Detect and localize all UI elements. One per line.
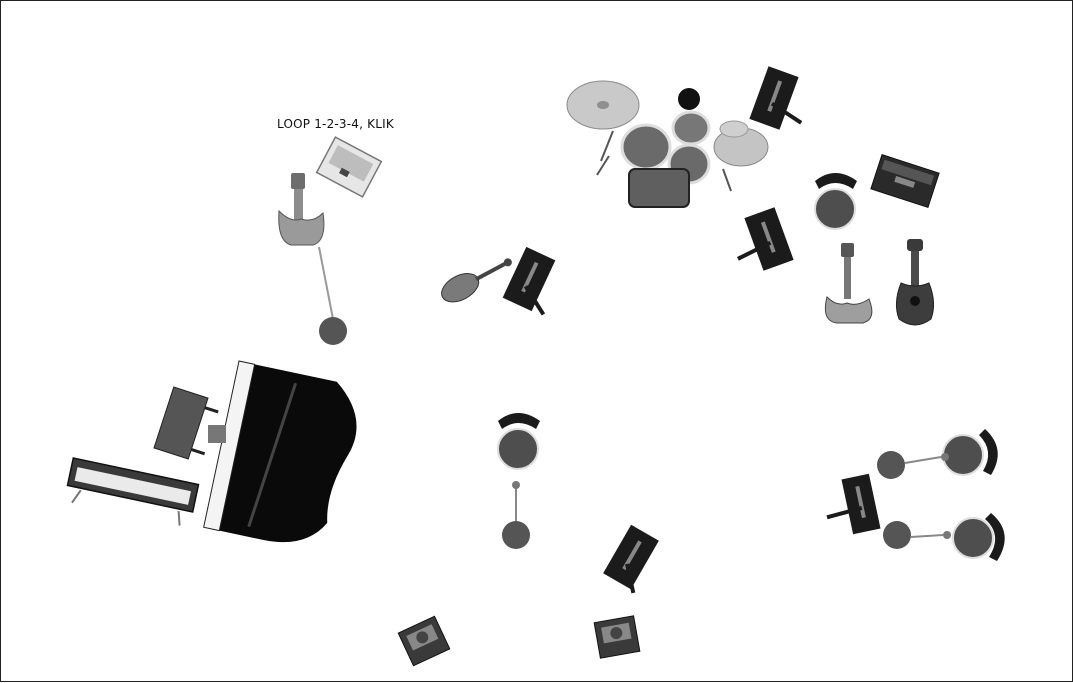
stool[interactable] xyxy=(943,429,998,475)
drum-kit[interactable] xyxy=(567,81,768,207)
tom-drum xyxy=(622,125,670,169)
keyboard-stand[interactable] xyxy=(64,458,198,528)
stool[interactable] xyxy=(953,513,1005,561)
music-stand[interactable] xyxy=(726,207,794,277)
acoustic-guitar[interactable] xyxy=(896,239,933,325)
electric-bass[interactable] xyxy=(279,173,333,319)
music-stand[interactable] xyxy=(602,525,662,593)
grand-piano[interactable] xyxy=(204,361,366,554)
stool[interactable] xyxy=(815,173,857,229)
tom-drum xyxy=(673,112,709,144)
laptop[interactable] xyxy=(317,137,382,197)
bass-drum xyxy=(629,169,689,207)
click-track-label: LOOP 1-2-3-4, KLIK xyxy=(277,117,394,131)
wedge-monitor[interactable] xyxy=(398,616,449,666)
hi-hat xyxy=(678,88,700,110)
piano-pedals xyxy=(208,425,226,443)
wedge-monitor[interactable] xyxy=(594,616,640,658)
amplifier[interactable] xyxy=(871,155,939,208)
violin[interactable] xyxy=(437,250,517,308)
vocal-mic[interactable] xyxy=(877,451,949,479)
stool[interactable] xyxy=(498,413,540,469)
vocal-mic[interactable] xyxy=(883,521,951,549)
music-stand[interactable] xyxy=(749,66,815,136)
music-stand[interactable] xyxy=(503,247,567,316)
music-stand[interactable] xyxy=(820,474,881,539)
mic-stand-base xyxy=(319,317,347,345)
vocal-mic[interactable] xyxy=(502,481,530,549)
electric-guitar[interactable] xyxy=(825,243,872,323)
